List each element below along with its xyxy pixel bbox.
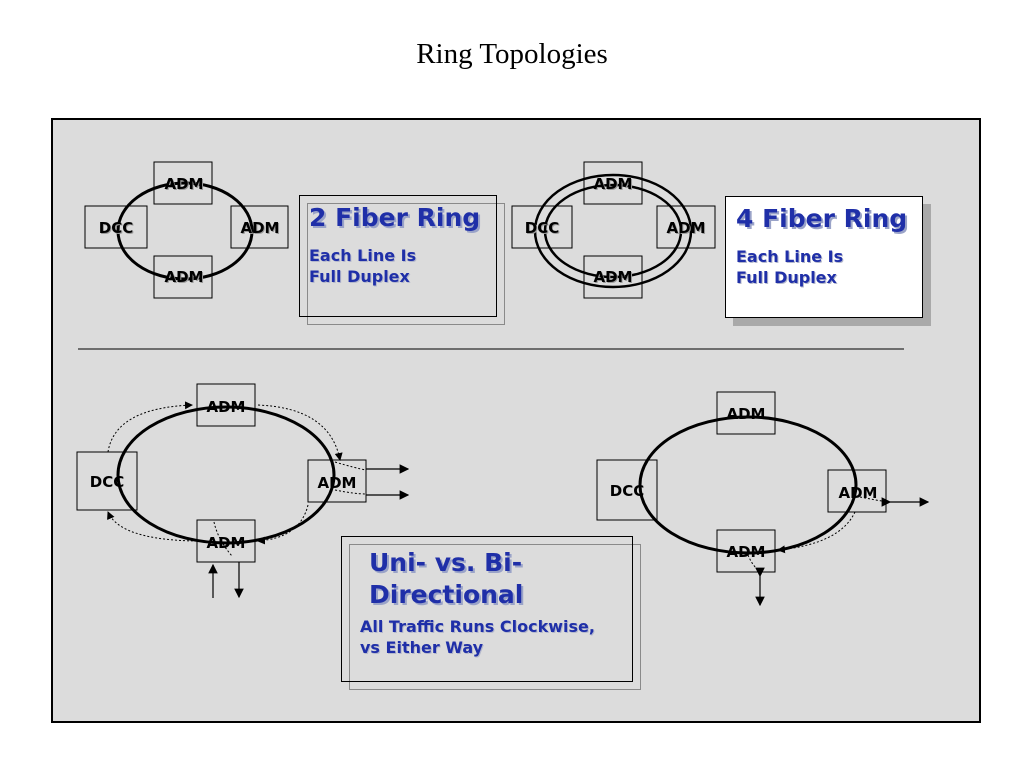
traffic-path	[107, 511, 198, 542]
slide-title: Ring Topologies	[416, 38, 608, 70]
traffic-path	[334, 461, 367, 471]
svg-text:ADM: ADM	[166, 269, 205, 287]
ring-fiber	[116, 405, 336, 545]
svg-text:DCC: DCC	[526, 220, 560, 238]
node-label-adm: ADM	[594, 268, 633, 286]
node-label-adm: ADM	[165, 175, 204, 193]
node-box	[583, 255, 643, 299]
ring-fiber-inner	[543, 183, 683, 279]
node-box	[716, 391, 776, 435]
ring-fiber-outer	[533, 173, 693, 289]
node-label-adm: ADM	[667, 219, 706, 237]
node-label-dcc: DCC	[90, 473, 124, 491]
node-label-dcc: DCC	[99, 219, 133, 237]
ring-fiber	[116, 181, 254, 281]
svg-text:DCC: DCC	[100, 220, 134, 238]
traffic-path	[257, 404, 343, 461]
traffic-path	[107, 401, 193, 453]
node-label-adm: ADM	[318, 474, 357, 492]
node-label-adm: ADM	[727, 543, 766, 561]
svg-text:ADM: ADM	[595, 269, 634, 287]
traffic-path	[777, 511, 856, 554]
callout-heading: Uni- vs. Bi-	[369, 548, 523, 577]
node-box	[656, 205, 716, 249]
node-label-adm: ADM	[839, 484, 878, 502]
ring-fiber	[638, 415, 858, 555]
callout-heading: Directional	[369, 580, 524, 609]
node-label-dcc: DCC	[525, 219, 559, 237]
node-label-adm: ADM	[727, 405, 766, 423]
node-box	[153, 255, 213, 299]
node-box	[230, 205, 289, 249]
callout-heading: 2 Fiber Ring	[309, 203, 481, 232]
bidirectional-ring-diagram: ADM DCC ADM ADM	[596, 391, 930, 607]
svg-text:ADM: ADM	[668, 220, 707, 238]
node-label-adm: ADM	[165, 268, 204, 286]
callout-line: All Traffic Runs Clockwise,	[360, 617, 595, 636]
callout-line: Each Line Is	[736, 247, 844, 266]
node-box	[827, 469, 887, 513]
node-label-dcc: DCC	[610, 482, 644, 500]
traffic-path	[334, 489, 367, 495]
node-label-adm: ADM	[594, 175, 633, 193]
callout-line: vs Either Way	[360, 638, 484, 657]
svg-text:ADM: ADM	[595, 176, 634, 194]
callout-line: Full Duplex	[736, 268, 837, 287]
four-fiber-callout: 4 Fiber Ring Each Line Is Full Duplex	[725, 196, 935, 326]
two-fiber-ring-diagram: ADM ADM DCC DCC ADM ADM ADM ADM	[84, 161, 289, 299]
callout-heading: 4 Fiber Ring	[736, 204, 908, 233]
svg-text:ADM: ADM	[166, 176, 205, 194]
unidirectional-ring-diagram: ADM DCC ADM ADM	[76, 383, 410, 599]
traffic-path	[747, 554, 761, 573]
node-label-adm: ADM	[207, 534, 246, 552]
four-fiber-ring-diagram: ADM ADM DCC DCC ADM ADM ADM ADM	[511, 161, 716, 299]
two-fiber-callout: 2 Fiber Ring Each Line Is Full Duplex	[299, 195, 509, 325]
callout-line: Full Duplex	[309, 267, 410, 286]
node-box	[76, 451, 138, 511]
node-label-adm: ADM	[241, 219, 280, 237]
node-box	[84, 205, 148, 249]
node-box	[596, 459, 658, 521]
node-label-adm: ADM	[207, 398, 246, 416]
callout-line: Each Line Is	[309, 246, 417, 265]
node-box	[196, 383, 256, 427]
direction-callout: Uni- vs. Bi- Directional All Traffic Run…	[341, 536, 643, 692]
node-box	[153, 161, 213, 205]
node-box	[583, 161, 643, 205]
svg-text:ADM: ADM	[242, 220, 281, 238]
